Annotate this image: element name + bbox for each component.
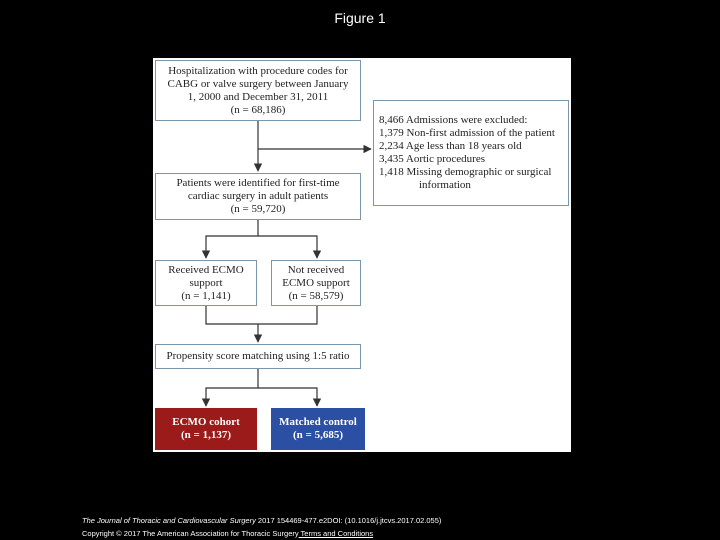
connector-propensity-to-cohorts	[201, 369, 259, 407]
matched-control-box: Matched control (n = 5,685)	[271, 408, 365, 450]
box-line: Hospitalization with procedure codes for	[168, 64, 348, 77]
connector-to-matched	[258, 387, 322, 407]
copyright-text: Copyright © 2017 The American Associatio…	[82, 529, 299, 538]
box-line: support	[189, 276, 223, 289]
citation-details: 2017 154469-477.e2DOI: (10.1016/j.jtcvs.…	[255, 516, 442, 525]
received-ecmo-box: Received ECMO support (n = 1,141)	[155, 260, 257, 306]
flowchart-connectors	[201, 121, 372, 407]
first-time-surgery-box: Patients were identified for first-time …	[155, 173, 361, 220]
copyright-line: Copyright © 2017 The American Associatio…	[82, 529, 373, 538]
box-line: 8,466 Admissions were excluded:	[379, 114, 528, 126]
not-received-ecmo-box: Not received ECMO support (n = 58,579)	[271, 260, 361, 306]
box-line: CABG or valve surgery between January	[167, 77, 349, 90]
box-line: cardiac surgery in adult patients	[187, 190, 329, 202]
hospitalization-box: Hospitalization with procedure codes for…	[155, 60, 361, 121]
box-line: ECMO support	[282, 276, 350, 289]
box-line: 2,234 Age less than 18 years old	[379, 140, 522, 152]
box-line: Not received	[287, 263, 345, 276]
ecmo-cohort-box: ECMO cohort (n = 1,137)	[155, 408, 257, 450]
connector-groups-to-propensity	[205, 306, 318, 325]
box-line: Propensity score matching using 1:5 rati…	[166, 350, 350, 362]
journal-name: The Journal of Thoracic and Cardiovascul…	[82, 516, 256, 525]
connector-first-to-notreceived	[258, 235, 322, 259]
box-line: (n = 68,186)	[230, 103, 286, 116]
box-line: (n = 58,579)	[288, 289, 344, 302]
box-line: 3,435 Aortic procedures	[379, 153, 485, 165]
box-line: ECMO cohort	[172, 416, 240, 428]
box-line: 1,418 Missing demographic or surgical	[379, 166, 552, 178]
box-line: (n = 5,685)	[293, 429, 343, 441]
box-line: Patients were identified for first-time	[176, 177, 340, 189]
box-line: (n = 59,720)	[230, 203, 286, 215]
box-line: 1, 2000 and December 31, 2011	[187, 90, 329, 103]
connector-first-to-groups	[201, 220, 259, 259]
citation-line: The Journal of Thoracic and Cardiovascul…	[82, 516, 441, 525]
box-line: information	[419, 179, 471, 191]
excluded-box: 8,466 Admissions were excluded: 1,379 No…	[373, 100, 569, 206]
box-line: (n = 1,141)	[181, 289, 231, 302]
terms-link[interactable]: Terms and Conditions	[298, 529, 374, 538]
box-line: 1,379 Non-first admission of the patient	[379, 127, 555, 139]
box-line: Matched control	[279, 416, 357, 428]
flowchart-figure: Hospitalization with procedure codes for…	[153, 58, 571, 452]
box-line: (n = 1,137)	[181, 429, 231, 441]
propensity-matching-box: Propensity score matching using 1:5 rati…	[155, 344, 361, 369]
figure-title: Figure 1	[334, 10, 386, 26]
box-line: Received ECMO	[168, 263, 244, 276]
